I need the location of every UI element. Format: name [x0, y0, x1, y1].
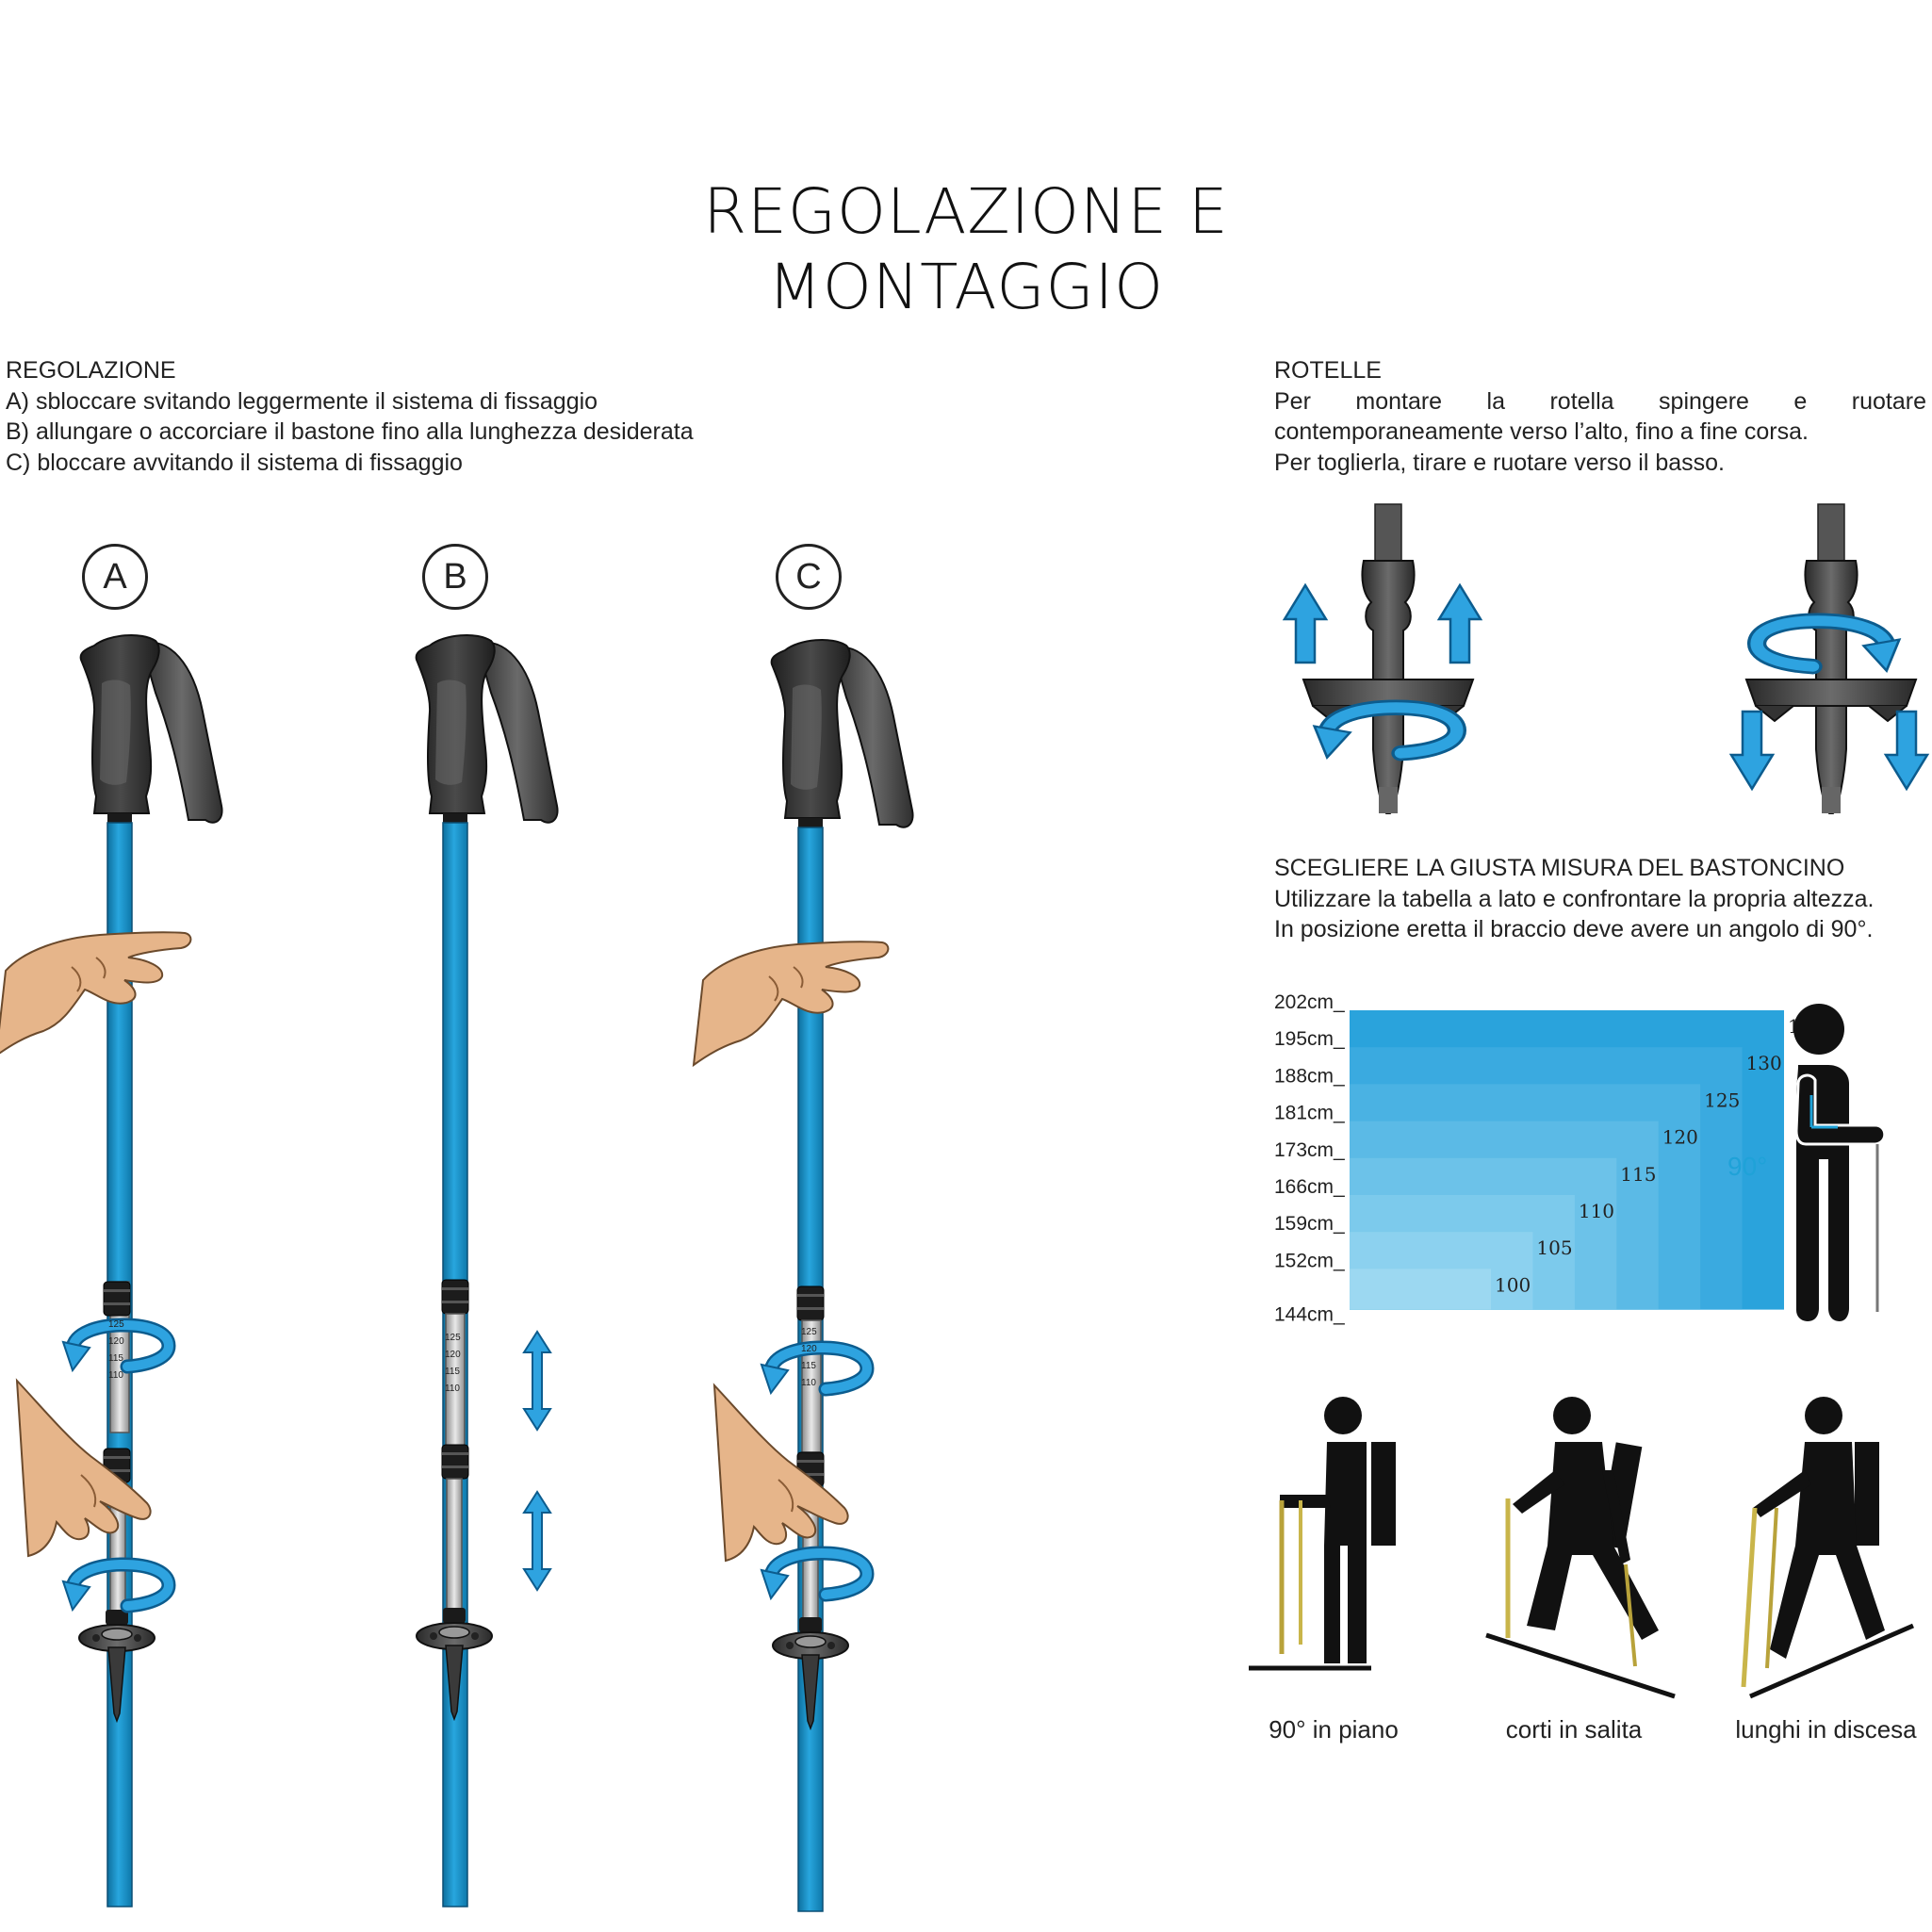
chart-height-label: 166cm_ — [1274, 1176, 1345, 1198]
pole-scale-mark: 125 — [108, 1319, 124, 1330]
rotelle-text: ROTELLE Per montare la rotella spingere … — [1274, 355, 1926, 478]
chart-height-label: 173cm_ — [1274, 1139, 1345, 1161]
regolazione-heading: REGOLAZIONE — [6, 357, 176, 384]
label-flat: 90° in piano — [1269, 1715, 1399, 1744]
page-title: REGOLAZIONE E MONTAGGIO — [0, 174, 1932, 325]
step-b-circle: B — [422, 544, 488, 610]
double-arrow-b-1 — [523, 1331, 551, 1431]
chart-value-label: 105 — [1536, 1236, 1572, 1259]
chart-height-label: 159cm_ — [1274, 1213, 1345, 1235]
pole-scale-a: 125 120 115 110 — [108, 1319, 124, 1381]
figure-head-icon — [1793, 1004, 1844, 1055]
title-line-1: REGOLAZIONE E — [703, 175, 1229, 248]
figure-downhill-walking — [1741, 1397, 1914, 1699]
chart-height-label: 202cm_ — [1274, 991, 1345, 1013]
pole-scale-mark: 125 — [801, 1327, 817, 1337]
rotelle-line-3: Per toglierla, tirare e ruotare verso il… — [1274, 449, 1725, 476]
pole-scale-mark: 115 — [108, 1353, 123, 1364]
rotelle-mount-illustration — [1283, 503, 1482, 814]
step-a-circle: A — [82, 544, 148, 610]
hand-a-top — [0, 931, 192, 1056]
misura-line-2: In posizione eretta il braccio deve aver… — [1274, 916, 1874, 942]
pole-scale-mark: 120 — [445, 1350, 461, 1360]
pole-scale-mark: 115 — [445, 1367, 460, 1377]
chart-value-label: 130 — [1746, 1052, 1782, 1074]
misura-heading: SCEGLIERE LA GIUSTA MISURA DEL BASTONCIN… — [1274, 855, 1845, 881]
pole-c — [770, 638, 914, 1912]
rotelle-remove-illustration — [1729, 503, 1929, 814]
pole-scale-mark: 125 — [445, 1333, 461, 1343]
regolazione-text: REGOLAZIONE A) sbloccare svitando legger… — [6, 355, 694, 478]
pole-scale-mark: 110 — [108, 1370, 123, 1381]
chart-height-label: 152cm_ — [1274, 1250, 1345, 1271]
chart-value-label: 115 — [1620, 1163, 1656, 1186]
chart-height-label: 181cm_ — [1274, 1103, 1345, 1124]
chart-value-label: 110 — [1579, 1200, 1614, 1222]
pole-scale-mark: 120 — [801, 1344, 817, 1354]
label-uphill: corti in salita — [1505, 1715, 1643, 1744]
step-b-text: B) allungare o accorciare il bastone fin… — [6, 418, 694, 445]
chart-value-label: 125 — [1704, 1089, 1740, 1111]
pole-scale-mark: 110 — [445, 1384, 460, 1394]
pole-a — [79, 633, 223, 1907]
rotelle-heading: ROTELLE — [1274, 357, 1382, 384]
pole-scale-mark: 110 — [801, 1378, 816, 1388]
title-line-2: MONTAGGIO — [767, 251, 1165, 323]
step-c-text: C) bloccare avvitando il sistema di fiss… — [6, 449, 463, 476]
height-chart: 202cm_ 195cm_ 188cm_ 181cm_ 173cm_ 166cm_ 159c… — [1274, 991, 1824, 1326]
label-downhill: lunghi in discesa — [1735, 1715, 1917, 1744]
chart-value-label: 100 — [1495, 1273, 1531, 1296]
rotelle-line-1: Per montare la rotella spingere e ruotar… — [1274, 387, 1926, 415]
pole-scale-b: 125 120 115 110 — [445, 1333, 461, 1394]
chart-value-label: 120 — [1662, 1126, 1698, 1149]
pole-scale-mark: 115 — [801, 1361, 816, 1371]
figure-flat-walking — [1249, 1397, 1396, 1671]
step-a-text: A) sbloccare svitando leggermente il sis… — [6, 387, 598, 415]
misura-line-1: Utilizzare la tabella a lato e confronta… — [1274, 885, 1875, 912]
chart-bar — [1350, 1269, 1491, 1310]
misura-text: SCEGLIERE LA GIUSTA MISURA DEL BASTONCIN… — [1274, 853, 1874, 945]
hand-c-bottom — [713, 1384, 849, 1562]
pole-scale-mark: 120 — [108, 1336, 124, 1347]
pole-b — [415, 633, 559, 1907]
figure-90-degrees: 90° — [1727, 1004, 1887, 1321]
chart-height-label: 195cm_ — [1274, 1028, 1345, 1050]
double-arrow-b-2 — [523, 1491, 551, 1591]
chart-height-label: 188cm_ — [1274, 1065, 1345, 1087]
angle-label: 90° — [1727, 1152, 1767, 1181]
step-c-circle: C — [776, 544, 842, 610]
figure-uphill-walking — [1485, 1397, 1676, 1699]
rotelle-line-2: contemporaneamente verso l’alto, fino a … — [1274, 418, 1809, 445]
hand-c-top — [693, 941, 890, 1066]
chart-height-label: 144cm_ — [1274, 1304, 1345, 1326]
pole-b-lower — [416, 1279, 493, 1720]
pole-scale-c: 125 120 115 110 — [801, 1327, 817, 1388]
